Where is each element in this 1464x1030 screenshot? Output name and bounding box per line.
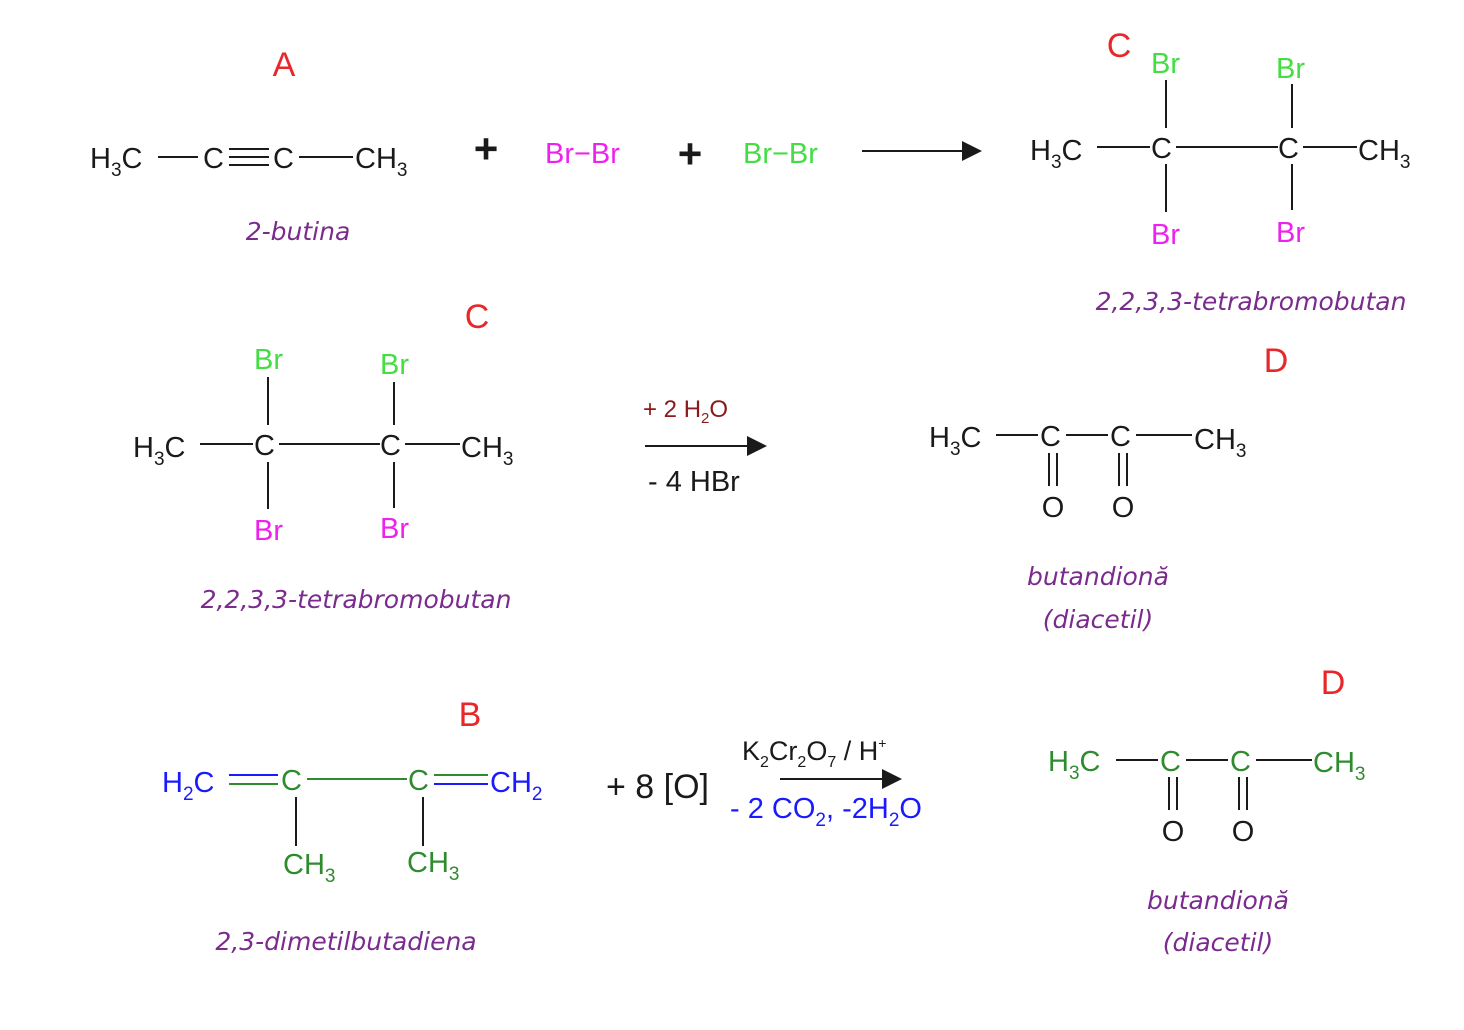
atom-br: Br [1276, 217, 1305, 249]
plus-sign: + [678, 130, 703, 177]
atom-c: C [408, 765, 429, 797]
name-butandiona: butandionă [1147, 886, 1289, 915]
name-diacetil: (diacetil) [1043, 605, 1153, 634]
atom-c: C [281, 765, 302, 797]
atom-br: Br [1151, 48, 1180, 80]
plus-sign: + [474, 125, 499, 172]
atom-br: Br [254, 344, 283, 376]
atom-c: C [1160, 746, 1181, 778]
molecule-butandiona: H3C C C CH3 O O [1048, 746, 1365, 848]
reaction-3: B H2C C C CH2 CH3 CH3 2,3-dimetilbutadie… [162, 664, 1365, 957]
atom-c: C [1110, 421, 1131, 453]
atom-c: C [1278, 133, 1299, 165]
label-C: C [465, 298, 490, 336]
reaction-1: A H3C C C CH3 2-butina + Br−Br + Br−Br C… [90, 27, 1410, 316]
label-D: D [1321, 664, 1346, 702]
atom-br: Br [1151, 219, 1180, 251]
atom-o: O [1232, 816, 1255, 848]
atom-ch3: CH3 [283, 849, 335, 887]
atom-c: C [1040, 421, 1061, 453]
atom-br: Br [380, 513, 409, 545]
reagent-oxygen: + 8 [O] [606, 768, 709, 806]
name-2-butina: 2-butina [246, 217, 351, 246]
atom-h3c: H3C [1048, 746, 1100, 784]
atom-c: C [380, 430, 401, 462]
atom-o: O [1162, 816, 1185, 848]
atom-c: C [1230, 746, 1251, 778]
reaction-2: C H3C C C CH3 Br Br Br Br 2,2,3,3-tetrab… [133, 298, 1288, 634]
atom-c: C [203, 143, 224, 175]
atom-o: O [1112, 492, 1135, 524]
atom-h2c: H2C [162, 767, 214, 805]
atom-h3c: H3C [1030, 135, 1082, 173]
name-butandiona: butandionă [1027, 562, 1169, 591]
byproduct-hbr: - 4 HBr [648, 466, 740, 498]
reagent-bromine-magenta: Br−Br [545, 138, 620, 170]
molecule-tetrabromobutan: H3C C C CH3 Br Br Br Br [133, 344, 513, 547]
molecule-tetrabromobutan: H3C C C CH3 Br Br Br Br [1030, 48, 1410, 251]
atom-br: Br [254, 515, 283, 547]
label-A: A [273, 46, 296, 84]
molecule-dimetilbutadiena: H2C C C CH2 CH3 CH3 [162, 765, 542, 887]
label-C: C [1107, 27, 1132, 65]
atom-c: C [254, 430, 275, 462]
atom-h3c: H3C [90, 143, 142, 181]
name-tetrabromobutan: 2,2,3,3-tetrabromobutan [201, 585, 512, 614]
name-diacetil: (diacetil) [1163, 928, 1273, 957]
byproducts: - 2 CO2, -2H2O [730, 793, 922, 831]
atom-ch3: CH3 [1358, 135, 1410, 173]
atom-br: Br [380, 349, 409, 381]
atom-ch3: CH3 [1313, 747, 1365, 785]
atom-c: C [273, 143, 294, 175]
atom-h3c: H3C [133, 432, 185, 470]
atom-ch3: CH3 [461, 432, 513, 470]
label-D: D [1264, 342, 1289, 380]
atom-ch3: CH3 [1194, 424, 1246, 462]
name-tetrabromobutan: 2,2,3,3-tetrabromobutan [1096, 287, 1407, 316]
molecule-butandiona: H3C C C CH3 O O [929, 421, 1246, 524]
atom-o: O [1042, 492, 1065, 524]
catalyst-dichromate: K2Cr2O7 / H+ [742, 735, 886, 771]
label-B: B [459, 696, 482, 734]
atom-c: C [1151, 133, 1172, 165]
name-dimetilbutadiena: 2,3-dimetilbutadiena [215, 927, 476, 956]
atom-ch3: CH3 [407, 847, 459, 885]
atom-ch3: CH3 [355, 143, 407, 181]
reagent-bromine-green: Br−Br [743, 138, 818, 170]
atom-ch2: CH2 [490, 767, 542, 805]
molecule-2-butina: H3C C C CH3 [90, 143, 407, 181]
atom-h3c: H3C [929, 422, 981, 460]
atom-br: Br [1276, 53, 1305, 85]
reagent-water: + 2 H2O [643, 396, 728, 427]
